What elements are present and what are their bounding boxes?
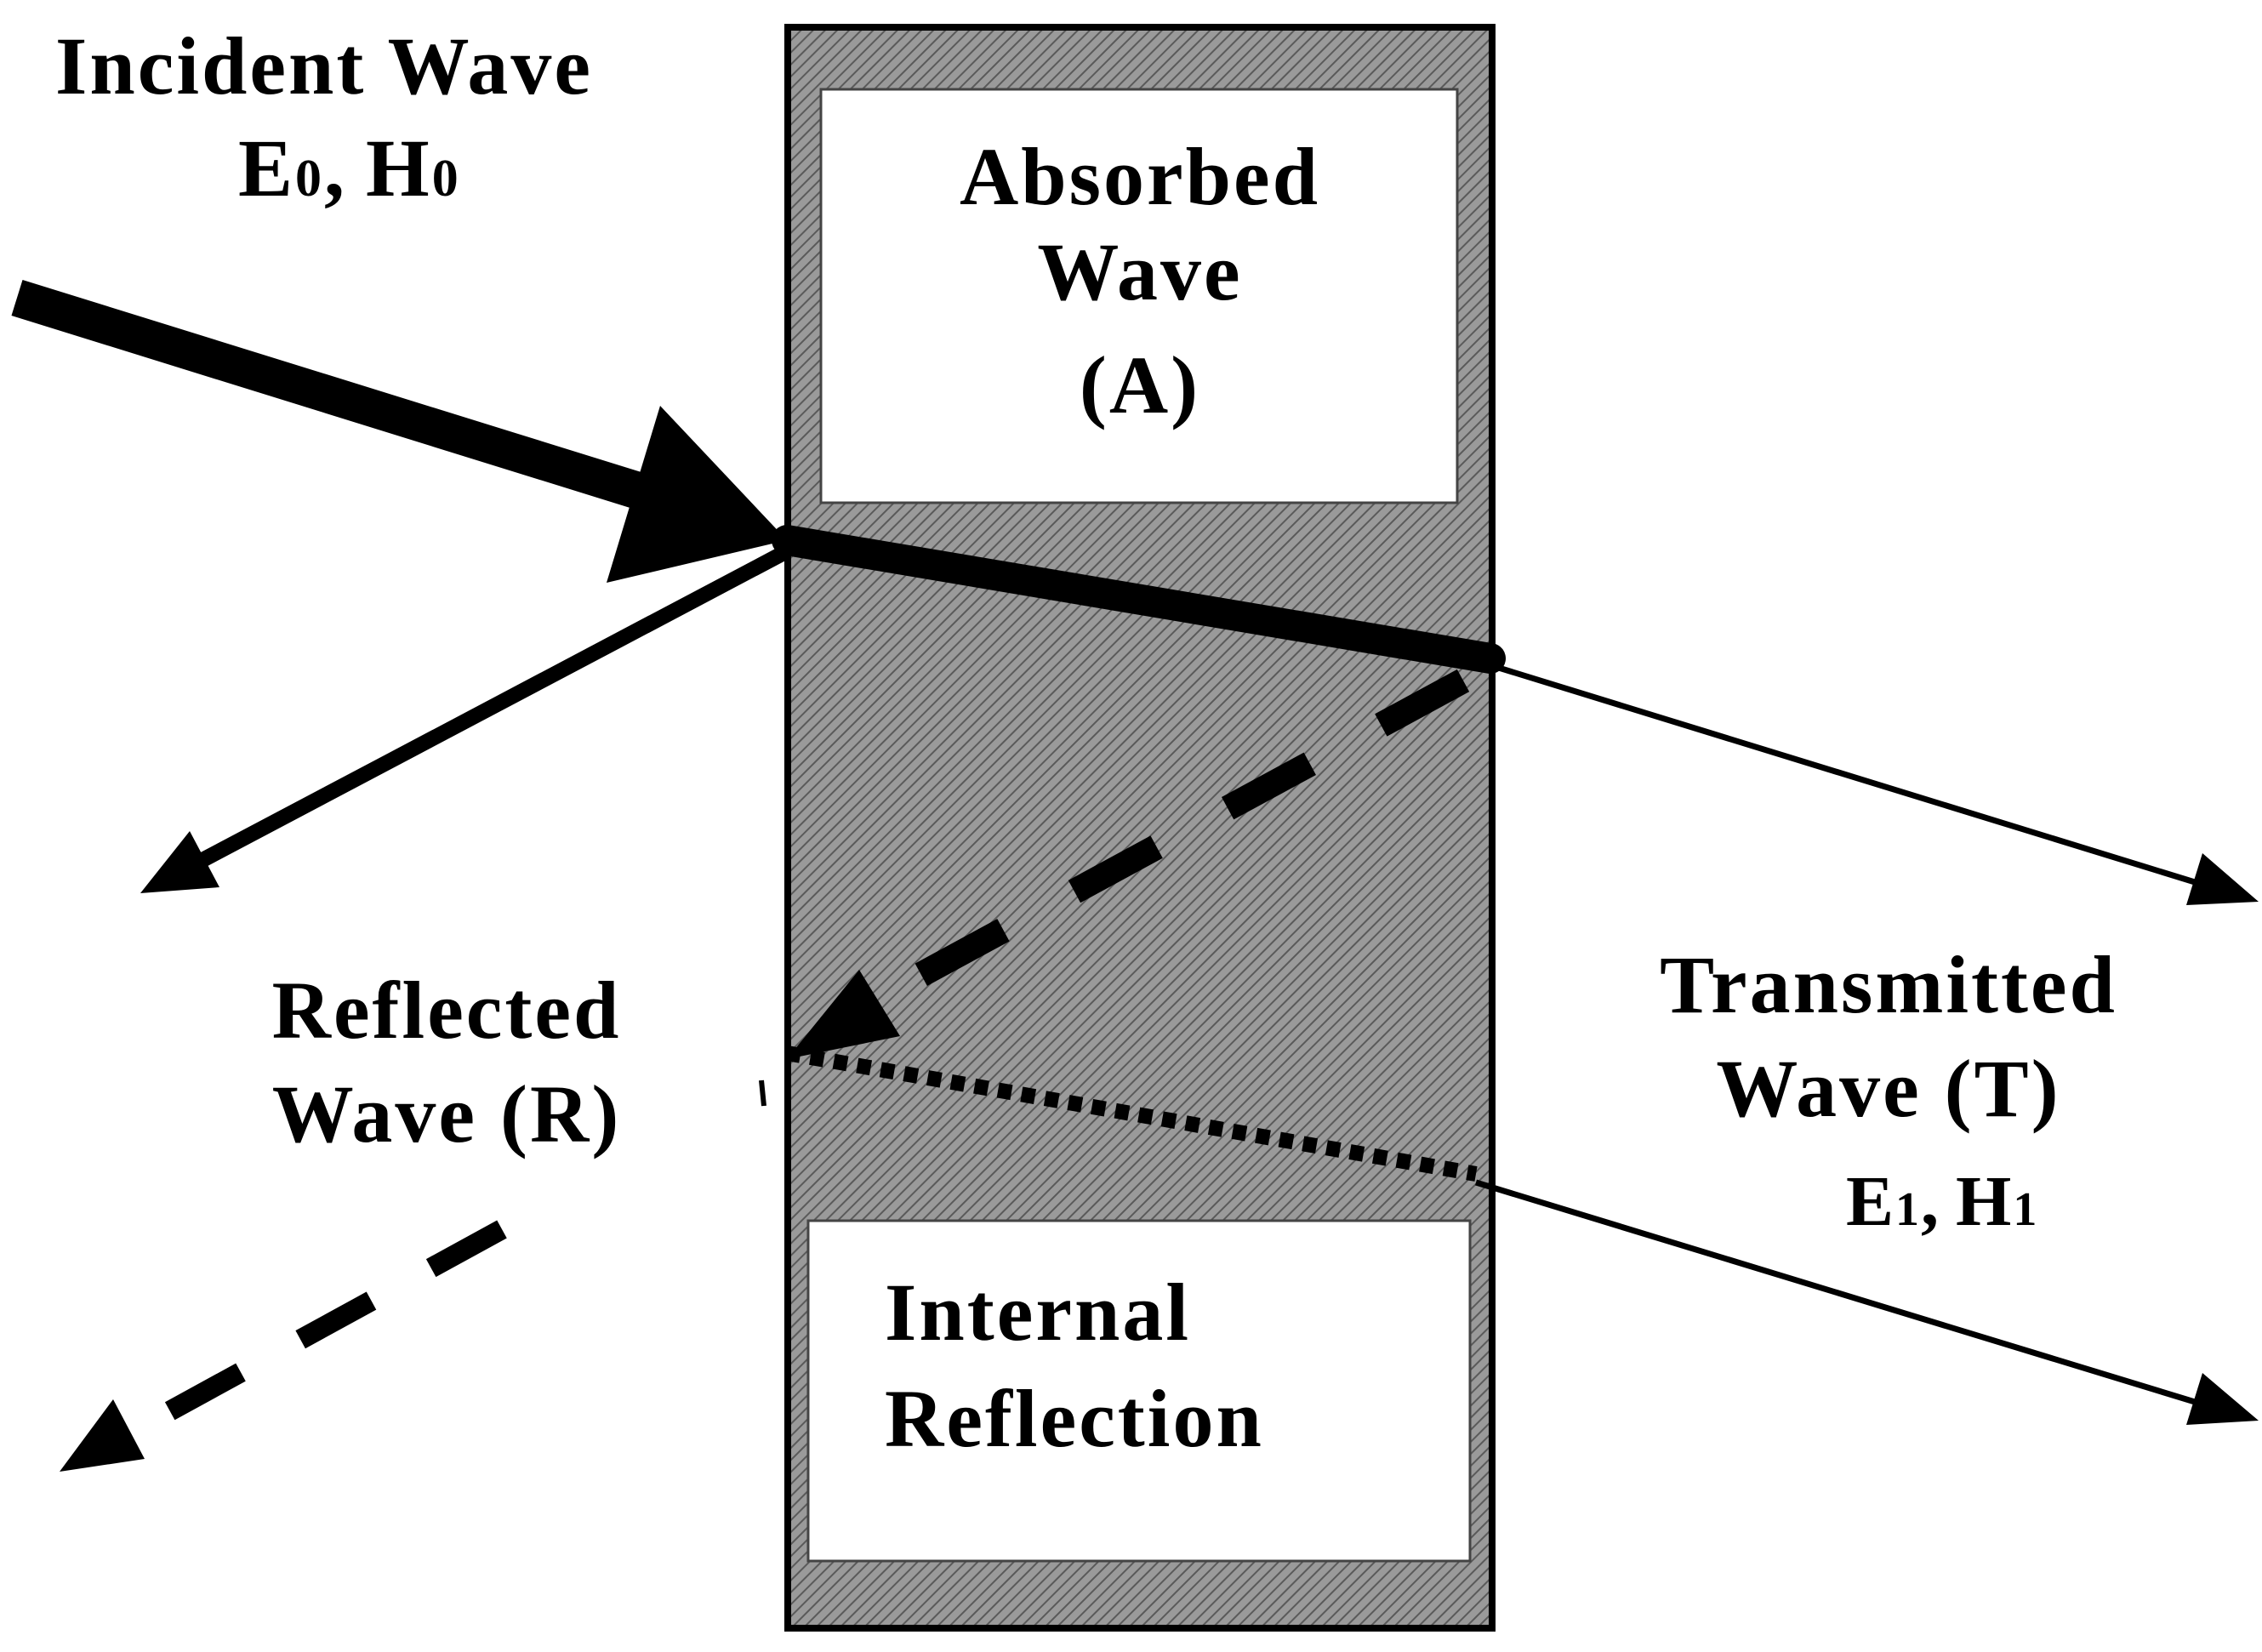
absorbed-path xyxy=(772,525,1506,674)
reflected-arrow-icon xyxy=(140,544,791,893)
internal-line-1: Internal xyxy=(885,1267,1191,1358)
secondary-reflected-dashed-arrow-icon xyxy=(60,1220,507,1472)
reflected-line-1: Reflected xyxy=(272,965,622,1056)
absorbed-line-1: Absorbed xyxy=(960,131,1320,222)
internal-reflection-window xyxy=(806,1219,1472,1563)
incident-wave-fields: E0,H0 xyxy=(238,122,461,214)
internal-reflection-label: Internal Reflection xyxy=(885,1267,1264,1464)
incident-wave-label: Incident Wave E0,H0 xyxy=(55,20,593,214)
transmitted-arrow-secondary-icon xyxy=(1474,1179,2259,1425)
internal-line-2: Reflection xyxy=(885,1373,1264,1464)
exit-tick xyxy=(759,1079,766,1107)
reflected-line-2: Wave (R) xyxy=(272,1068,622,1159)
shield-slab xyxy=(784,24,1496,1632)
reflected-wave-label: Reflected Wave (R) xyxy=(272,965,622,1159)
incident-arrow-icon xyxy=(11,279,787,583)
transmitted-line-1: Transmitted xyxy=(1660,939,2117,1030)
transmitted-fields: E1,H1 xyxy=(1846,1162,2038,1241)
absorbed-window xyxy=(819,88,1459,504)
transmitted-wave-label: Transmitted Wave (T) E1,H1 xyxy=(1660,939,2117,1241)
absorbed-line-2: Wave xyxy=(1037,226,1242,317)
internal-dotted-path-icon xyxy=(785,1045,1478,1182)
transmitted-arrow-icon xyxy=(1489,662,2259,905)
absorbed-wave-label: Absorbed Wave (A) xyxy=(960,131,1320,430)
internal-return-dashed-icon xyxy=(787,669,1470,1059)
transmitted-line-2: Wave (T) xyxy=(1716,1043,2060,1134)
incident-wave-title: Incident Wave xyxy=(55,20,593,111)
absorbed-line-3: (A) xyxy=(1080,339,1200,430)
